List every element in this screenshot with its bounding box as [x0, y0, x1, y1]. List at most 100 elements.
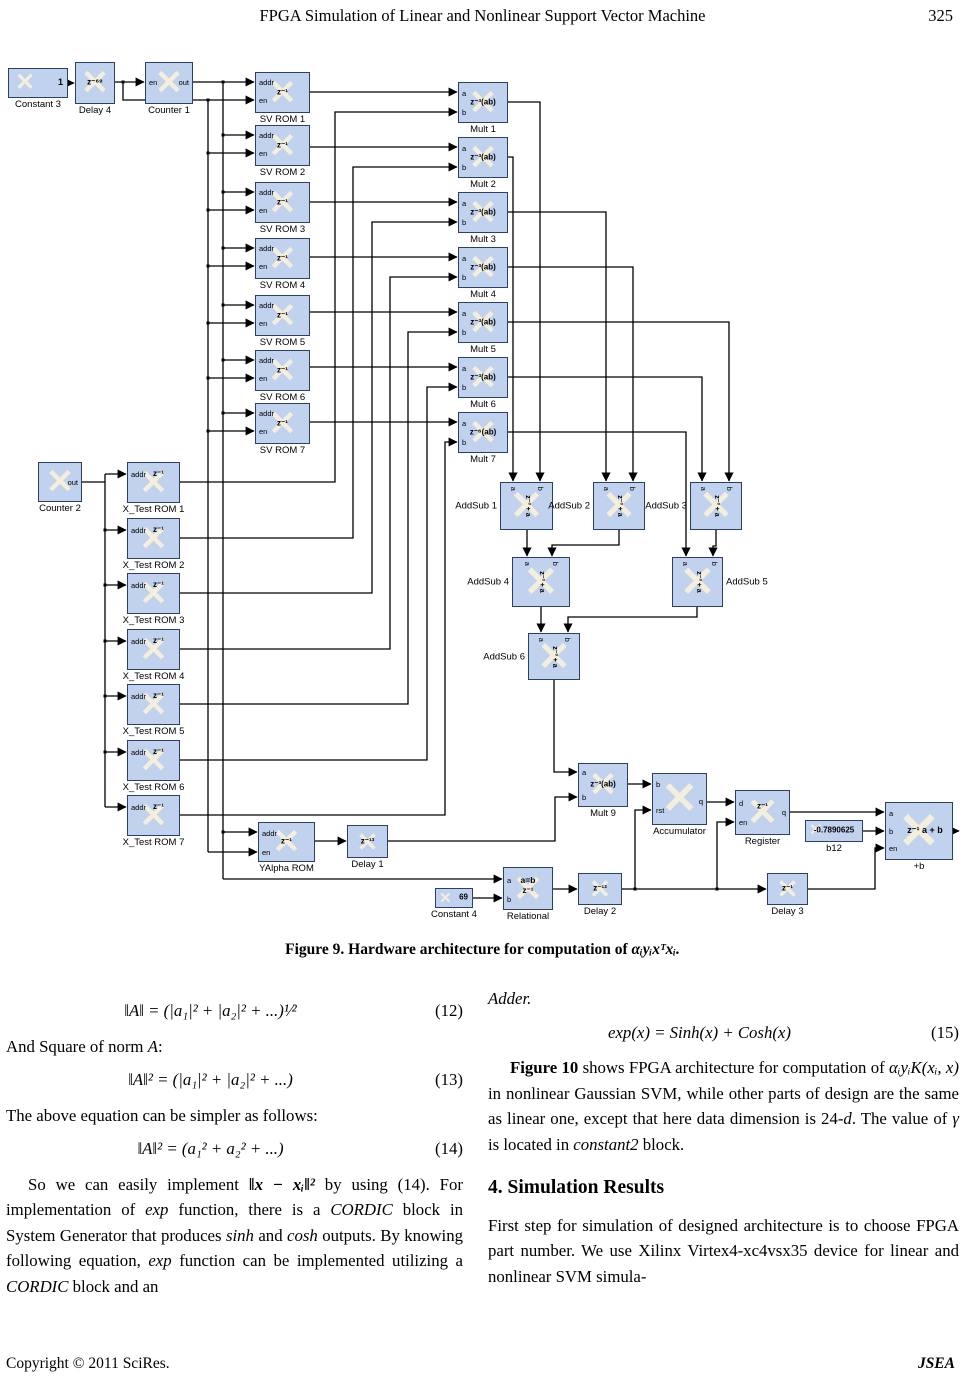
block-function-label: z⁻¹³ [360, 836, 375, 846]
xilinx-logo-icon: ✕ [139, 685, 168, 724]
block-accumulator: ✕ b rst q Accumulator [652, 773, 707, 837]
xilinx-logo-icon: ✕ [468, 358, 498, 397]
port-addr: addr [131, 803, 147, 812]
xilinx-logo-icon: ✕ [809, 822, 823, 839]
block-caption: Mult 6 [470, 399, 496, 410]
block-caption: Mult 2 [470, 179, 496, 190]
block-function-label: z⁻¹ [153, 525, 164, 534]
block-latency-label: z⁻¹ [522, 886, 534, 895]
port-a: a [462, 419, 467, 428]
block-function-label: z⁻¹ [277, 365, 288, 375]
block-caption: Delay 4 [78, 105, 112, 116]
block-function-label: z⁻³ + a [523, 495, 531, 517]
port-a: a [462, 364, 467, 373]
block-constant4: ✕ 69 Constant 4 [431, 888, 477, 920]
port-q: q [781, 808, 786, 817]
right-column: Adder. exp(x) = Sinh(x) + Cosh(x) (15) F… [488, 986, 959, 1289]
block-function-label: z⁻³(ab) [470, 152, 496, 162]
block-function-label: z⁻³(ab) [470, 317, 496, 327]
block-plus-b: ✕ a b en z⁻¹ a + b +b [885, 802, 953, 872]
block-caption: SV ROM 3 [259, 224, 306, 235]
footer-journal: JSEA [917, 1355, 955, 1372]
port-a: a [462, 309, 467, 318]
block-caption: AddSub 5 [726, 576, 768, 588]
xilinx-logo-icon: ✕ [356, 826, 379, 857]
page-title: FPGA Simulation of Linear and Nonlinear … [259, 6, 706, 25]
port-addr: addr [131, 581, 147, 590]
xilinx-logo-icon: ✕ [746, 791, 779, 834]
port-addr: addr [259, 78, 275, 87]
block-function-label: z⁻⁶⁹ [87, 77, 103, 87]
block-value: 1 [57, 77, 63, 88]
block-function-label: z⁻¹ [277, 87, 288, 97]
xilinx-logo-icon: ✕ [588, 766, 618, 804]
port-en: en [259, 262, 268, 271]
block-function-label: z⁻¹ [153, 747, 164, 756]
block-function-label: z⁻¹ [153, 469, 164, 478]
block-caption: Mult 4 [470, 289, 496, 300]
xilinx-logo-icon: ✕ [268, 73, 297, 112]
figure9-caption: Figure 9. Hardware architecture for comp… [285, 941, 680, 958]
block-counter1: ✕ en out Counter 1 [145, 62, 193, 116]
block-function-label: z⁻¹ [153, 802, 164, 811]
block-caption: X_Test ROM 4 [122, 671, 185, 682]
block-caption: SV ROM 1 [259, 114, 306, 125]
equation-14-number: (14) [435, 1139, 463, 1158]
port-b: b [507, 895, 512, 904]
block-function-label: z⁻³ + a [712, 495, 720, 517]
xilinx-logo-icon: ✕ [537, 634, 571, 679]
port-b: b [535, 486, 545, 491]
block-function-label: z⁻¹ [277, 310, 288, 320]
block-caption: +b [913, 861, 925, 872]
equation-15: exp(x) = Sinh(x) + Cosh(x) (15) [488, 1020, 959, 1046]
block-caption: SV ROM 6 [259, 392, 306, 403]
port-addr: addr [131, 470, 147, 479]
block-caption: Constant 3 [15, 99, 61, 110]
equation-12-body: ‖A‖ = (|a₁|² + |a₂|² + ...)¹⁄² [124, 1001, 297, 1020]
xilinx-logo-icon: ✕ [154, 64, 184, 102]
block-caption: SV ROM 4 [259, 280, 306, 291]
equation-14: ‖A‖² = (a₁² + a₂² + ...) (14) [6, 1136, 463, 1162]
port-b: b [462, 218, 467, 227]
port-a: a [462, 144, 467, 153]
port-b: b [462, 273, 467, 282]
port-addr: addr [259, 301, 275, 310]
port-a: a [582, 768, 587, 777]
paragraph-square-norm: And Square of norm A: [6, 1036, 163, 1056]
block-caption: YAlpha ROM [259, 863, 314, 874]
block-caption: SV ROM 2 [259, 167, 306, 178]
block-value: 69 [459, 892, 468, 902]
xilinx-logo-icon: ✕ [268, 351, 297, 390]
block-caption: X_Test ROM 3 [122, 615, 185, 626]
block-delay2: ✕ z⁻¹³ Delay 2 [578, 873, 622, 917]
xilinx-logo-icon: ✕ [468, 83, 498, 122]
port-addr: addr [131, 526, 147, 535]
port-en: en [259, 96, 268, 105]
port-q: q [698, 797, 703, 806]
port-a: a [698, 486, 708, 491]
xilinx-logo-icon: ✕ [898, 803, 940, 859]
port-en: en [259, 427, 268, 436]
port-b: b [462, 383, 467, 392]
block-mult9: ✕ a b z⁻³(ab) Mult 9 [578, 763, 628, 819]
port-b: b [627, 486, 637, 491]
xilinx-logo-icon: ✕ [268, 404, 297, 443]
figure9-diagram: ✕ 1 Constant 3 ✕ z⁻⁶⁹ Delay 4 ✕ en out C… [8, 62, 960, 922]
port-addr: addr [259, 188, 275, 197]
block-function-label: z⁻¹ a + b [907, 825, 943, 836]
block-caption: Counter 2 [39, 503, 81, 514]
block-caption: Mult 1 [470, 124, 496, 135]
block-delay3: ✕ z⁻¹ Delay 3 [767, 873, 808, 917]
block-caption: Accumulator [653, 826, 706, 837]
paragraph-figure10: Figure 10 shows FPGA architecture for co… [488, 1058, 959, 1154]
